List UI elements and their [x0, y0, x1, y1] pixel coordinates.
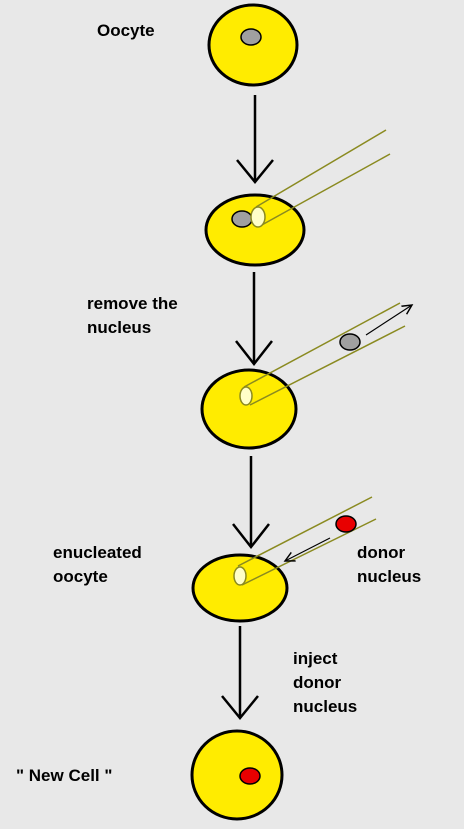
- label-new-cell: " New Cell ": [16, 764, 112, 788]
- donor-nucleus: [336, 516, 356, 532]
- pipette-4-tip: [234, 567, 246, 585]
- pipette-3-tip: [240, 387, 252, 405]
- oocyte-nucleus: [241, 29, 261, 45]
- pipette-2-lower: [260, 154, 390, 226]
- new-cell: [192, 731, 282, 819]
- cell-2-nucleus: [232, 211, 252, 227]
- cell-3: [202, 370, 296, 448]
- pipette-2-upper: [256, 130, 386, 207]
- label-inject-donor-nucleus: inject donor nucleus: [293, 647, 357, 719]
- removed-nucleus: [340, 334, 360, 350]
- pipette-3-lower: [250, 326, 405, 405]
- new-cell-nucleus: [240, 768, 260, 784]
- cell-2: [206, 195, 304, 265]
- label-donor-nucleus: donor nucleus: [357, 541, 421, 589]
- label-remove-nucleus: remove the nucleus: [87, 292, 178, 340]
- injection-direction-arrow: [285, 538, 330, 561]
- label-enucleated-oocyte: enucleated oocyte: [53, 541, 142, 589]
- label-oocyte: Oocyte: [97, 19, 155, 43]
- pipette-2-tip: [251, 207, 265, 227]
